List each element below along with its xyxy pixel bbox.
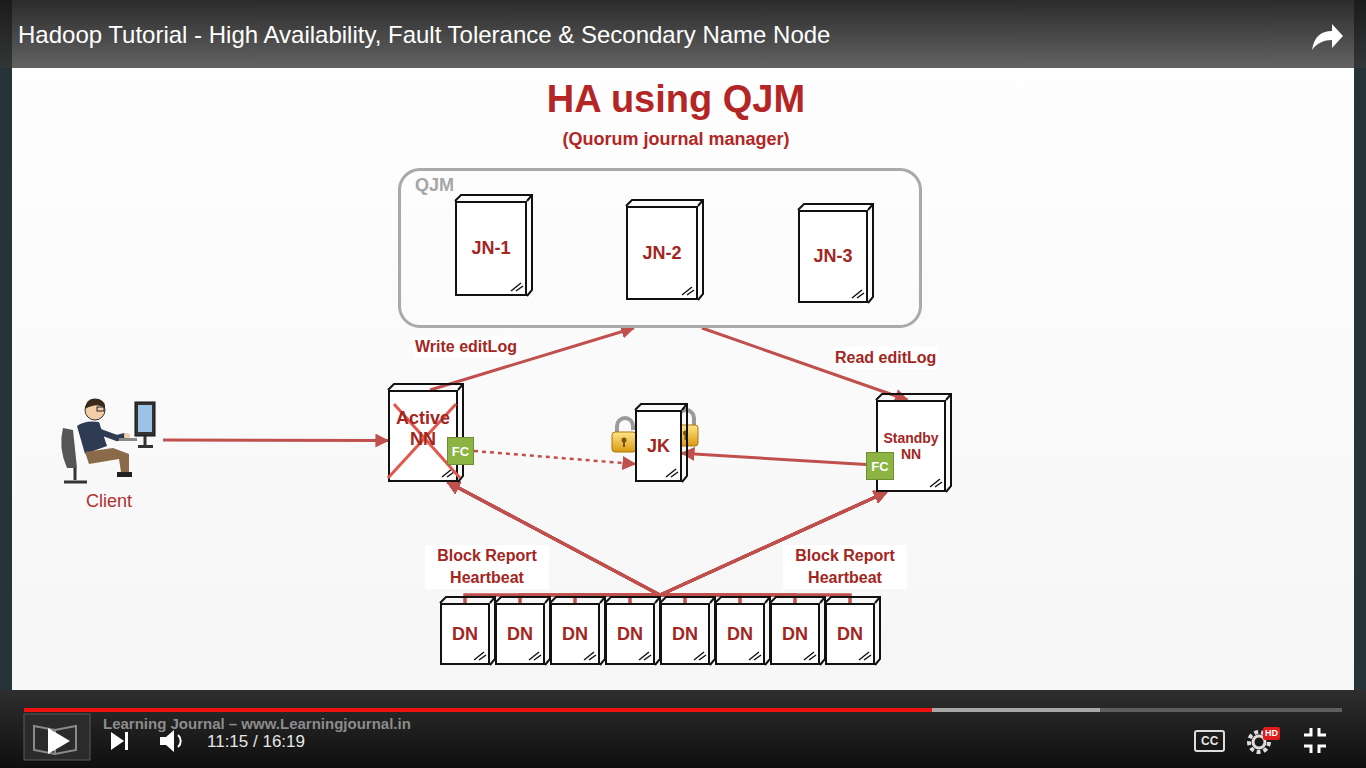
time-display: 11:15 / 16:19 xyxy=(207,732,305,752)
video-title: Hadoop Tutorial - High Availability, Fau… xyxy=(18,21,830,49)
server-box: DN xyxy=(605,603,655,665)
node-label: JN-2 xyxy=(642,243,681,264)
slide-title-holder: HA using QJM xyxy=(547,78,805,121)
client-actor: Client xyxy=(55,388,163,512)
fullscreen-exit-icon xyxy=(1304,728,1326,753)
slide-subtitle-holder: (Quorum journal manager) xyxy=(562,129,789,150)
group-title: QJM xyxy=(415,175,905,196)
node-label: JN-1 xyxy=(471,238,510,259)
node-label: DN xyxy=(452,624,478,645)
node-label: DN xyxy=(562,624,588,645)
slide-title: HA using QJM xyxy=(547,78,805,121)
edge-label: Read editLog xyxy=(833,347,938,369)
node-label: DN xyxy=(672,624,698,645)
edge-label: Block Report Heartbeat xyxy=(425,545,549,589)
captions-button: CC xyxy=(1194,730,1225,752)
client-person-icon xyxy=(55,388,163,484)
node-label: JK xyxy=(647,436,670,457)
connector-arrow xyxy=(682,453,866,464)
server-box: DN xyxy=(440,603,490,665)
actor-label: Client xyxy=(86,491,132,512)
slide-subtitle: (Quorum journal manager) xyxy=(562,129,789,150)
hd-badge: HD xyxy=(1263,727,1280,740)
video-title-holder: Hadoop Tutorial - High Availability, Fau… xyxy=(18,21,830,49)
edge-label: Block Report Heartbeat xyxy=(783,545,907,589)
channel-watermark: Learning Journal – www.Learningjournal.i… xyxy=(103,715,411,732)
group-box: QJM JN-1 JN-2 JN-3 xyxy=(398,168,922,328)
edge-label-holder: Write editLog xyxy=(413,336,519,358)
edge-label-holder: Block Report Heartbeat xyxy=(425,545,549,589)
badge-label: FC xyxy=(871,459,888,474)
server-box: Standby NNFC xyxy=(876,400,946,492)
progress-track xyxy=(24,708,1342,712)
node-label: DN xyxy=(617,624,643,645)
server-box: JK xyxy=(635,410,682,482)
failover-controller-badge: FC xyxy=(866,452,894,480)
node-label: DN xyxy=(507,624,533,645)
share-icon xyxy=(1312,24,1343,50)
captions-button-holder: CC xyxy=(1194,730,1225,752)
progress-played xyxy=(24,708,932,712)
edge-label-holder: Block Report Heartbeat xyxy=(783,545,907,589)
next-icon xyxy=(111,732,128,750)
channel-logo xyxy=(24,714,90,760)
time-display-holder: 11:15 / 16:19 xyxy=(207,732,305,752)
hd-badge-holder: HD xyxy=(1263,727,1280,740)
channel-watermark-holder: Learning Journal – www.Learningjournal.i… xyxy=(103,715,411,732)
connector-arrow xyxy=(474,451,635,464)
edge-label: Write editLog xyxy=(413,336,519,358)
edge-label-holder: Read editLog xyxy=(833,347,938,369)
server-box: JN-2 xyxy=(626,206,698,300)
connector-arrow xyxy=(163,439,388,443)
node-label: DN xyxy=(727,624,753,645)
node-label: JN-3 xyxy=(813,246,852,267)
play-icon xyxy=(48,728,70,754)
padlock-icon xyxy=(612,418,636,452)
node-label: DN xyxy=(837,624,863,645)
server-box: Active NNFC xyxy=(388,390,458,482)
server-box: JN-1 xyxy=(455,201,527,296)
server-box: DN xyxy=(550,603,600,665)
volume-icon xyxy=(160,730,181,752)
server-box: DN xyxy=(825,603,875,665)
server-box: JN-3 xyxy=(798,210,868,303)
server-box: DN xyxy=(770,603,820,665)
progress-buffered xyxy=(24,708,1100,712)
failover-controller-badge: FC xyxy=(447,437,474,465)
server-box: DN xyxy=(715,603,765,665)
node-label: DN xyxy=(782,624,808,645)
server-box: DN xyxy=(660,603,710,665)
badge-label: FC xyxy=(452,444,469,459)
server-box: DN xyxy=(495,603,545,665)
